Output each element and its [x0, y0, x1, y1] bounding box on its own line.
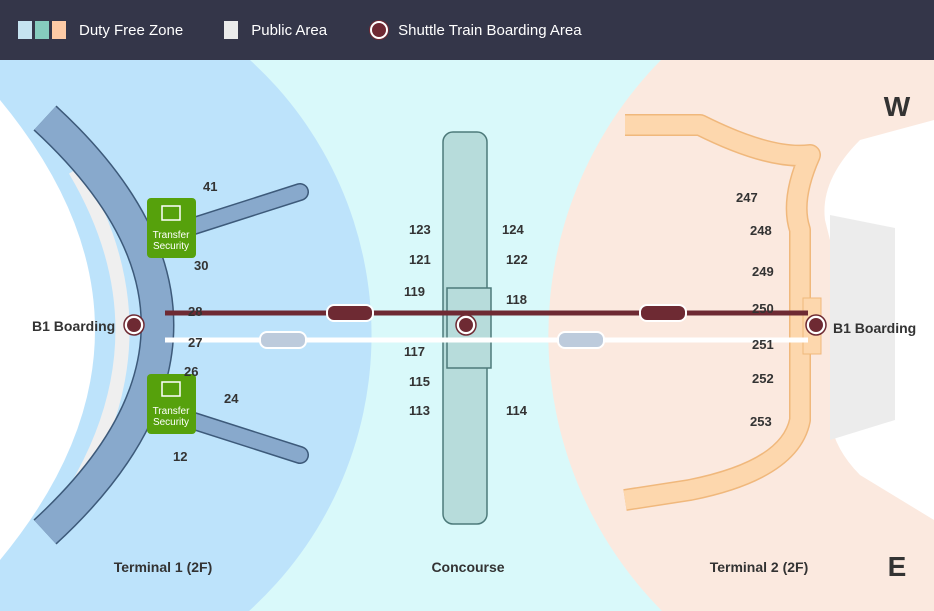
security-gate-icon	[161, 381, 181, 397]
security-gate-icon	[161, 205, 181, 221]
legend-public-label: Public Area	[251, 21, 328, 39]
gate-label: 117	[404, 344, 425, 359]
gate-label: 41	[203, 179, 217, 194]
boarding-point-terminal2[interactable]	[805, 314, 827, 336]
gate-label: 249	[752, 264, 774, 279]
concourse-label: Concourse	[431, 559, 504, 575]
gate-label: 114	[506, 403, 528, 418]
transfer-security-south[interactable]: Transfer Security	[147, 374, 196, 434]
gate-label: 115	[409, 374, 430, 389]
gate-label: 119	[404, 284, 425, 299]
gate-label: 28	[188, 304, 202, 319]
direction-west: W	[884, 91, 911, 122]
gate-label: 121	[409, 252, 431, 267]
legend-public: Public Area	[224, 21, 327, 39]
terminal2-public-hall	[830, 215, 895, 440]
legend-shuttle-label: Shuttle Train Boarding Area	[398, 21, 582, 39]
gate-label: 250	[752, 301, 774, 316]
gate-label: 251	[752, 337, 774, 352]
boarding-point-concourse[interactable]	[455, 314, 477, 336]
transfer-security-north[interactable]: Transfer Security	[147, 198, 196, 258]
legend-duty-free-label: Duty Free Zone	[79, 21, 184, 39]
gate-label: 24	[224, 391, 239, 406]
swatch-t2	[52, 21, 66, 39]
gate-label: 113	[409, 403, 430, 418]
svg-text:Security: Security	[153, 417, 189, 428]
terminal1-label: Terminal 1 (2F)	[114, 559, 213, 575]
legend-duty-free: Duty Free Zone	[18, 21, 183, 39]
gate-label: 253	[750, 414, 772, 429]
legend-bar: Duty Free Zone Public Area Shuttle Train…	[0, 0, 934, 60]
terminal2-label: Terminal 2 (2F)	[710, 559, 809, 575]
gate-label: 12	[173, 449, 187, 464]
shuttle-train-icon	[639, 304, 687, 322]
terminal1-public-walkway	[68, 166, 130, 494]
swatch-public	[224, 21, 239, 39]
gate-label: 122	[506, 252, 528, 267]
swatch-t1	[18, 21, 32, 39]
gate-label: 26	[184, 364, 198, 379]
svg-text:Transfer: Transfer	[153, 230, 191, 241]
gate-label: 27	[188, 335, 202, 350]
shuttle-dot-icon	[370, 21, 389, 39]
shuttle-train-icon	[259, 331, 307, 349]
swatch-concourse	[35, 21, 49, 39]
shuttle-train-icon	[557, 331, 605, 349]
svg-text:Security: Security	[153, 241, 189, 252]
gate-label: 123	[409, 222, 431, 237]
terminal1-public-area	[0, 100, 95, 560]
gate-label: 252	[752, 371, 774, 386]
terminal1-boarding-label: B1 Boarding	[32, 318, 115, 334]
gate-label: 247	[736, 190, 758, 205]
gate-label: 30	[194, 258, 208, 273]
boarding-point-terminal1[interactable]	[123, 314, 145, 336]
airport-map: Transfer Security Transfer Security B1 B…	[0, 60, 934, 611]
shuttle-train-icon	[326, 304, 374, 322]
terminal2-boarding-label: B1 Boarding	[833, 320, 916, 336]
gate-label: 248	[750, 223, 772, 238]
gate-label: 124	[502, 222, 524, 237]
direction-east: E	[888, 551, 907, 582]
svg-text:Transfer: Transfer	[153, 406, 191, 417]
legend-shuttle: Shuttle Train Boarding Area	[370, 21, 582, 39]
gate-label: 118	[506, 292, 527, 307]
